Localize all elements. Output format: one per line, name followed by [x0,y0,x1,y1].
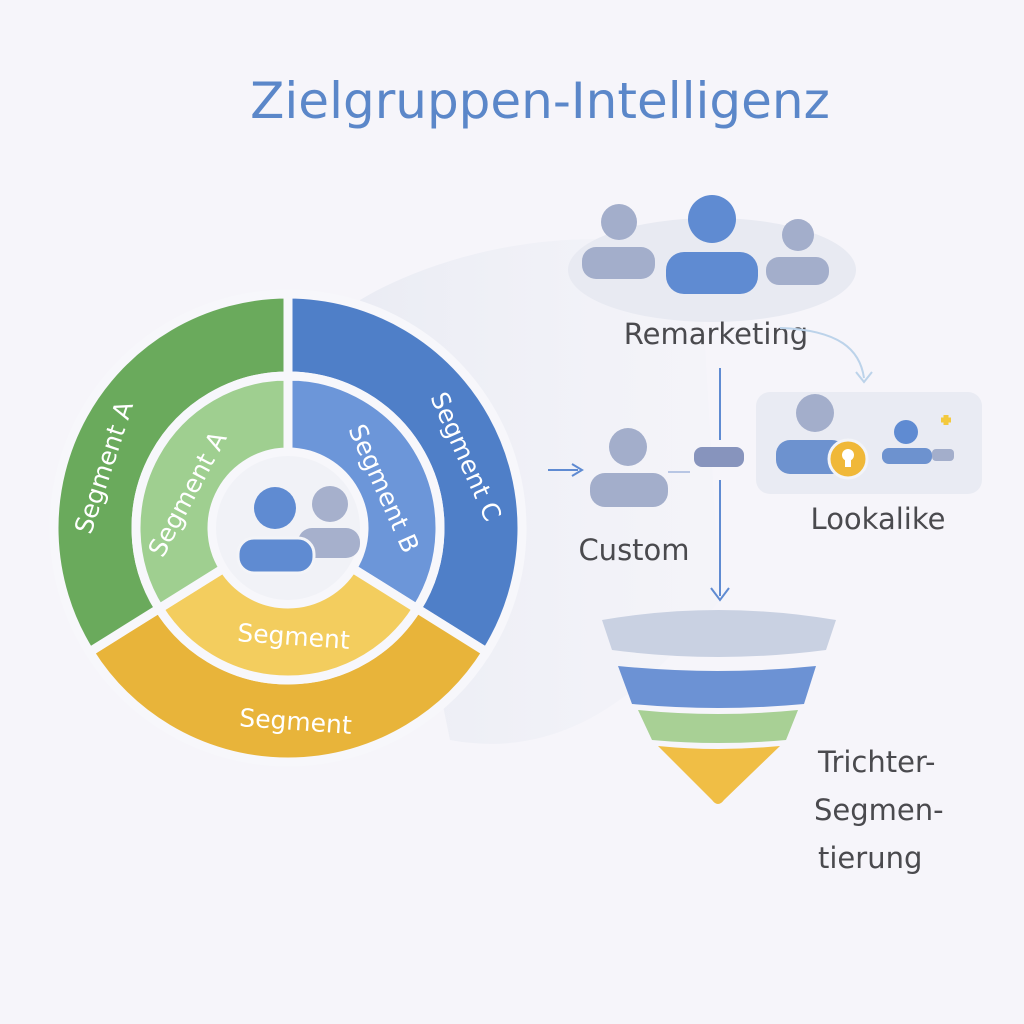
lookalike-label: Lookalike [811,502,946,536]
remarketing-label: Remarketing [624,317,808,351]
inner-segment-b[interactable] [283,371,445,615]
arrow-right-icon [571,463,584,477]
audience-group-icon [236,486,360,575]
funnel-label-line-1: Trichter- [817,745,936,779]
remarketing-people-icon [582,195,829,294]
funnel-label-line-2: Segmen- [814,793,944,827]
connector-node [694,447,744,467]
funnel-label-line-3: tierung [818,841,922,875]
funnel-layer-1 [602,610,836,657]
custom-person-icon [590,428,668,507]
lookalike-people-icon [776,394,954,480]
inner-segment-a[interactable] [131,371,293,615]
funnel-layer-4 [658,746,780,804]
funnel-layer-3 [638,710,798,743]
custom-label: Custom [578,533,689,567]
remarketing-to-lookalike-arrow [779,327,865,379]
segment-donut [49,289,527,767]
arrow-down-icon [710,587,730,602]
inner-segment-yellow[interactable] [152,562,424,685]
page-title: Zielgruppen-Intelligenz [250,72,830,130]
arrowhead-icon [855,371,873,384]
segmentation-funnel [602,610,836,804]
funnel-layer-2 [618,666,816,708]
